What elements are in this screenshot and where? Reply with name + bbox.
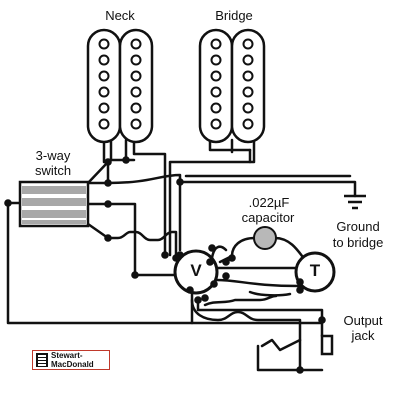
ground-label-line1: Ground [336, 219, 380, 234]
solder-joint [222, 258, 230, 266]
solder-joint [104, 234, 112, 242]
solder-joint [318, 316, 326, 324]
bridge-label: Bridge [215, 8, 253, 23]
solder-joint [131, 271, 139, 279]
pole-piece [242, 86, 254, 98]
solder-joint [296, 286, 304, 294]
solder-joint [210, 280, 218, 288]
solder-joint [194, 296, 202, 304]
solder-joint [222, 272, 230, 280]
capacitor-label-line2: capacitor [241, 210, 295, 225]
switch-low-to-bus [106, 230, 178, 260]
output-label-line2: jack [351, 328, 375, 343]
tone-pot-icon [294, 251, 336, 293]
pole-piece [210, 54, 222, 66]
pole-piece [210, 118, 222, 130]
neck-label: Neck [105, 8, 135, 23]
ground-bus [178, 180, 357, 198]
neck-pickup [86, 28, 154, 144]
pole-piece [130, 102, 142, 114]
solder-joint [296, 366, 304, 374]
pole-piece [130, 118, 142, 130]
pot-link-3 [214, 278, 302, 288]
solder-joint [172, 254, 180, 262]
ground-label-line2: to bridge [332, 235, 384, 250]
pot-link-1 [210, 245, 228, 260]
capacitor-label-line1: .022µF [248, 195, 290, 210]
ground-symbol-icon [344, 194, 366, 210]
pole-piece [98, 86, 110, 98]
pole-piece [98, 118, 110, 130]
bridge-lead-1 [208, 138, 252, 152]
jack-tip [260, 338, 302, 352]
capacitor-icon [253, 226, 277, 250]
switch-top-to-bridge [106, 173, 182, 252]
solder-joint [186, 286, 194, 294]
solder-joint [122, 156, 130, 164]
solder-joint [161, 251, 169, 259]
volume-pot-label: V [190, 261, 202, 280]
pole-piece [210, 38, 222, 50]
switch-mid-to-pot [106, 202, 187, 277]
switch-wire-neck [86, 160, 110, 185]
pole-piece [130, 38, 142, 50]
jack-hot [196, 298, 324, 322]
logo-mark-icon [36, 353, 48, 367]
switch-label-line2: switch [34, 163, 72, 178]
jack-ground [190, 298, 302, 372]
pole-piece [130, 86, 142, 98]
pole-piece [242, 70, 254, 82]
pole-piece [210, 70, 222, 82]
pole-piece [242, 118, 254, 130]
solder-joint [296, 278, 304, 286]
solder-joint [4, 199, 12, 207]
pole-piece [242, 54, 254, 66]
pole-piece [98, 38, 110, 50]
bridge-pickup [198, 28, 266, 144]
solder-joint [104, 179, 112, 187]
neck-lead-4 [132, 138, 167, 257]
pole-piece [242, 102, 254, 114]
solder-joint [104, 158, 112, 166]
tone-pot-label: T [309, 261, 321, 280]
tone-ground [248, 290, 292, 297]
stewmac-logo: Stewart- MacDonald [32, 350, 110, 370]
solder-joint [208, 244, 216, 252]
solder-joint [104, 200, 112, 208]
pole-piece [98, 54, 110, 66]
switch-label-line1: 3-way [35, 148, 71, 163]
output-jack-icon [320, 334, 334, 356]
pole-piece [130, 70, 142, 82]
pole-piece [98, 102, 110, 114]
solder-joint [228, 254, 236, 262]
pole-piece [98, 70, 110, 82]
solder-joint [206, 258, 214, 266]
pole-piece [242, 38, 254, 50]
logo-line2: MacDonald [51, 359, 94, 369]
pole-piece [210, 102, 222, 114]
switch-wire-low [86, 222, 110, 240]
solder-joint [176, 178, 184, 186]
solder-joint [201, 294, 209, 302]
bridge-lead-3 [168, 138, 256, 257]
pole-piece [130, 54, 142, 66]
output-label-line1: Output [343, 313, 383, 328]
output-bus [203, 294, 278, 307]
logo-line1: Stewart- [51, 351, 83, 360]
pole-piece [210, 86, 222, 98]
jack-bottom [256, 344, 324, 372]
three-way-switch [18, 180, 90, 228]
